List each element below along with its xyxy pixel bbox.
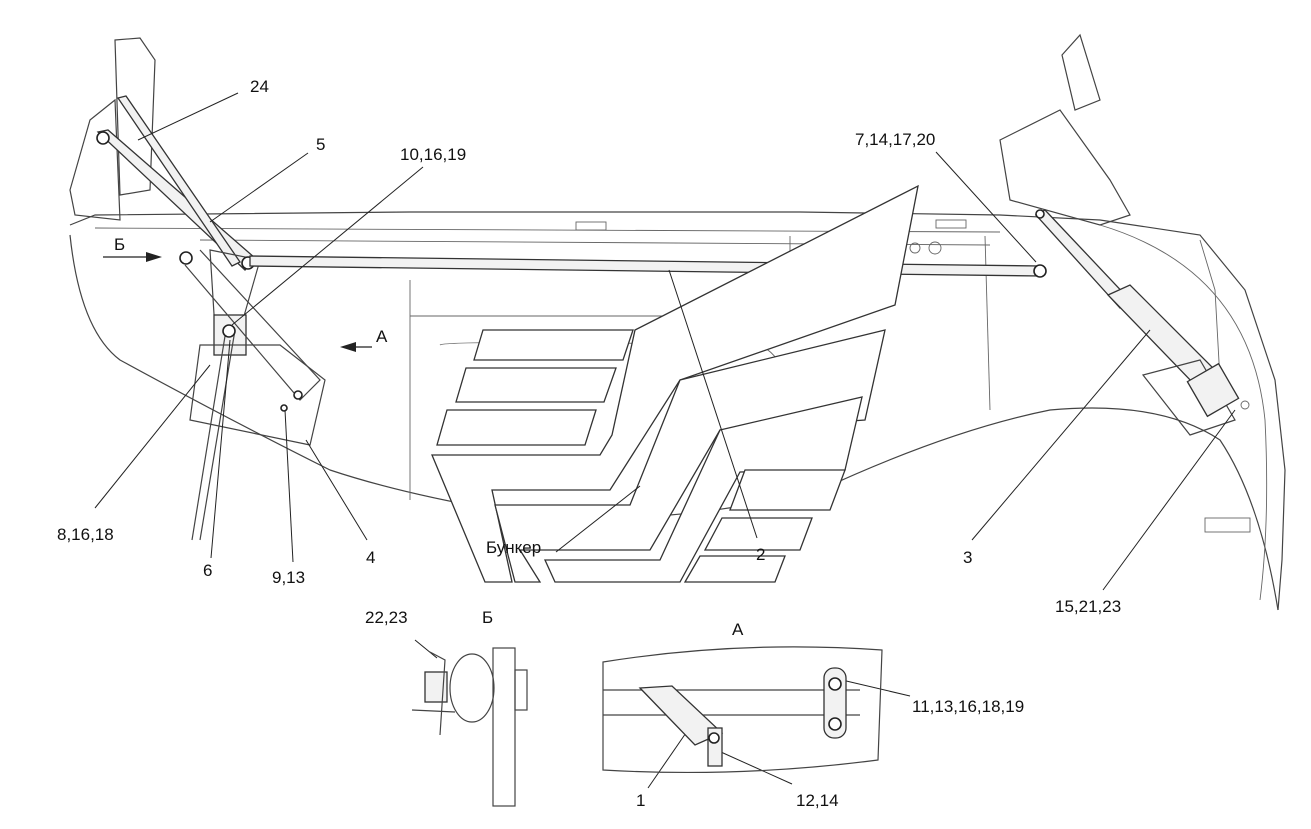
label-bunker: Бункер (486, 538, 541, 557)
label-7-14-17-20: 7,14,17,20 (855, 130, 935, 149)
label-11-13-16-18-19: 11,13,16,18,19 (912, 697, 1024, 716)
label-8-16-18: 8,16,18 (57, 525, 114, 544)
view-arrow-b (103, 252, 162, 262)
label-1: 1 (636, 791, 645, 810)
leader-lines (94, 92, 1236, 789)
label-3: 3 (963, 548, 972, 567)
label-9-13: 9,13 (272, 568, 305, 587)
connecting-rod (249, 255, 1047, 278)
right-mechanism (999, 33, 1250, 436)
callout-labels: 24 5 10,16,19 7,14,17,20 Б А 8,16,18 6 9… (57, 77, 1121, 810)
label-10-16-19: 10,16,19 (400, 145, 466, 164)
view-arrow-b-label: Б (114, 235, 125, 254)
view-arrow-a-label: А (376, 327, 388, 346)
label-15-21-23: 15,21,23 (1055, 597, 1121, 616)
label-6: 6 (203, 561, 212, 580)
label-12-14: 12,14 (796, 791, 839, 810)
label-24: 24 (250, 77, 269, 96)
detail-view-b (411, 647, 528, 807)
left-mechanism (69, 37, 326, 541)
manufacturer-logo (431, 184, 919, 583)
detail-view-a-title: А (732, 620, 744, 639)
detail-view-a (602, 646, 883, 774)
label-4: 4 (366, 548, 375, 567)
label-5: 5 (316, 135, 325, 154)
view-arrow-a (340, 342, 372, 352)
label-22-23: 22,23 (365, 608, 408, 627)
detail-view-b-title: Б (482, 608, 493, 627)
label-2: 2 (756, 545, 765, 564)
